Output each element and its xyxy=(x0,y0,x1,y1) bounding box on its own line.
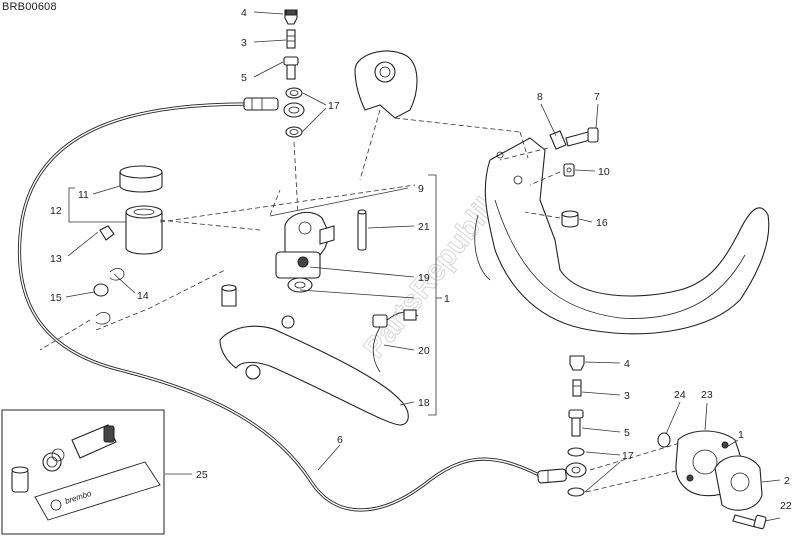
callout-7[interactable]: 7 xyxy=(594,91,600,103)
callout-17-lower[interactable]: 17 xyxy=(622,450,634,462)
callout-4-lower[interactable]: 4 xyxy=(624,358,630,370)
pivot-bolt xyxy=(357,209,367,251)
guard-nut xyxy=(561,210,579,228)
watermark-text: PartsRepublik xyxy=(358,185,508,365)
reference-code: BRB00608 xyxy=(2,1,57,13)
callout-1-lower[interactable]: 1 xyxy=(738,429,744,441)
callout-8[interactable]: 8 xyxy=(537,91,543,103)
bleed-cap-upper xyxy=(284,9,298,25)
guard-spacer xyxy=(549,130,567,150)
lever-guard xyxy=(474,137,770,335)
hose-clamp-lower xyxy=(95,312,111,325)
reservoir-body xyxy=(125,205,163,255)
callout-17-upper[interactable]: 17 xyxy=(328,100,340,112)
banjo-bolt-lower xyxy=(568,409,584,437)
slave-cylinder-cover xyxy=(714,455,763,511)
callout-5-upper[interactable]: 5 xyxy=(241,72,247,84)
callout-14[interactable]: 14 xyxy=(137,290,149,302)
hose-fitting-lower xyxy=(537,468,567,484)
callout-2[interactable]: 2 xyxy=(784,475,790,487)
lever-bushing xyxy=(287,277,313,293)
slave-piston-seal xyxy=(657,432,671,448)
callout-18[interactable]: 18 xyxy=(418,397,430,409)
callout-22[interactable]: 22 xyxy=(780,500,792,512)
handlebar-clamp xyxy=(354,50,521,181)
callout-21[interactable]: 21 xyxy=(418,221,430,233)
clutch-switch xyxy=(372,309,419,373)
leader-lines xyxy=(65,11,781,522)
callout-24[interactable]: 24 xyxy=(674,389,686,401)
repair-kit-box: brembo xyxy=(1,409,165,535)
guard-bolt-long xyxy=(565,127,599,147)
callout-11[interactable]: 11 xyxy=(78,189,89,201)
callout-6[interactable]: 6 xyxy=(337,434,343,446)
callout-1-upper[interactable]: 1 xyxy=(444,293,450,305)
callout-25[interactable]: 25 xyxy=(196,469,208,481)
reservoir-cap xyxy=(119,165,163,193)
slave-bolt xyxy=(732,514,767,530)
callout-10[interactable]: 10 xyxy=(598,166,610,178)
callout-23[interactable]: 23 xyxy=(701,389,713,401)
reservoir-fitting xyxy=(93,283,109,297)
callout-3-upper[interactable]: 3 xyxy=(241,37,247,49)
callout-labels: 4 3 5 17 8 7 10 16 11 12 13 15 14 9 21 1… xyxy=(50,7,792,512)
callout-3-lower[interactable]: 3 xyxy=(624,390,630,402)
guard-bolt-short xyxy=(563,163,575,177)
callout-16[interactable]: 16 xyxy=(596,217,608,229)
bleed-cap-lower xyxy=(569,355,585,371)
bleed-screw-lower xyxy=(572,379,582,397)
banjo-bolt-upper xyxy=(283,56,299,80)
hose-fitting-upper xyxy=(243,97,279,111)
clutch-lever[interactable] xyxy=(219,325,409,426)
reservoir-grommet xyxy=(99,225,115,241)
adjuster-bolt xyxy=(221,284,237,307)
hose-clamp-small xyxy=(109,268,125,281)
washer-lower-1 xyxy=(567,447,585,457)
washer-upper-1 xyxy=(285,87,303,99)
washer-upper-2 xyxy=(285,126,303,138)
clutch-hose[interactable] xyxy=(17,102,546,512)
callout-20[interactable]: 20 xyxy=(418,345,430,357)
callout-19[interactable]: 19 xyxy=(418,272,430,284)
callout-12[interactable]: 12 xyxy=(50,205,62,217)
callout-9[interactable]: 9 xyxy=(418,183,424,195)
banjo-fitting-upper xyxy=(283,102,305,118)
bleed-screw-upper xyxy=(286,29,296,49)
small-nut xyxy=(281,315,295,329)
callout-13[interactable]: 13 xyxy=(50,253,62,265)
washer-lower-2 xyxy=(567,487,585,497)
callout-15[interactable]: 15 xyxy=(50,292,62,304)
banjo-fitting-lower xyxy=(565,462,587,478)
master-cylinder[interactable] xyxy=(275,211,335,279)
callout-4-upper[interactable]: 4 xyxy=(241,7,247,19)
callout-5-lower[interactable]: 5 xyxy=(624,427,630,439)
